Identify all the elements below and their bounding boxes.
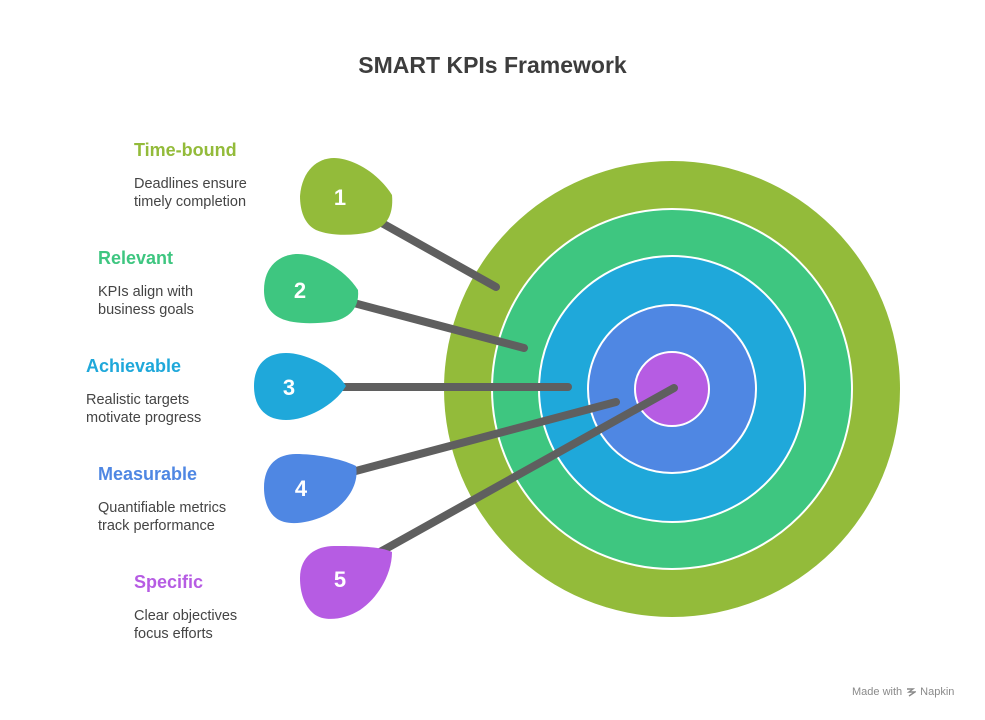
item-desc-achievable: Realistic targets motivate progress bbox=[86, 391, 201, 427]
page-title: SMART KPIs Framework bbox=[358, 52, 627, 78]
desc-line: KPIs align with bbox=[98, 284, 194, 300]
badge-number-1: 1 bbox=[334, 185, 346, 210]
napkin-brand-text: Napkin bbox=[920, 686, 955, 698]
badge-number-3: 3 bbox=[283, 375, 295, 400]
desc-line: Clear objectives bbox=[134, 608, 238, 624]
arrow-shaft-5 bbox=[376, 384, 678, 556]
desc-line: focus efforts bbox=[134, 626, 213, 642]
desc-line: motivate progress bbox=[86, 410, 202, 426]
item-desc-time-bound: Deadlines ensure timely completion bbox=[134, 175, 247, 211]
made-with-text: Made with bbox=[852, 686, 903, 698]
item-label-relevant: Relevant bbox=[98, 248, 174, 268]
arrow-shaft-4 bbox=[348, 398, 620, 476]
desc-line: Quantifiable metrics bbox=[98, 500, 227, 516]
item-desc-measurable: Quantifiable metrics track performance bbox=[98, 499, 226, 535]
badge-5 bbox=[300, 546, 392, 619]
desc-line: track performance bbox=[98, 518, 215, 534]
item-desc-relevant: KPIs align with business goals bbox=[98, 283, 194, 319]
arrow-shaft-2 bbox=[346, 298, 528, 352]
item-label-time-bound: Time-bound bbox=[134, 140, 237, 160]
badge-number-2: 2 bbox=[294, 278, 306, 303]
badge-number-4: 4 bbox=[295, 476, 308, 501]
item-desc-specific: Clear objectives focus efforts bbox=[134, 607, 237, 643]
desc-line: timely completion bbox=[134, 194, 247, 210]
badge-4 bbox=[264, 454, 357, 524]
badge-number-5: 5 bbox=[334, 567, 346, 592]
item-label-measurable: Measurable bbox=[98, 464, 198, 484]
made-with-napkin-footer[interactable]: Made with Napkin bbox=[852, 686, 954, 698]
badge-1 bbox=[300, 158, 393, 235]
item-label-specific: Specific bbox=[134, 572, 204, 592]
desc-line: Deadlines ensure bbox=[134, 176, 247, 192]
badge-3 bbox=[254, 353, 346, 420]
item-label-achievable: Achievable bbox=[86, 356, 182, 376]
badge-2 bbox=[264, 254, 359, 324]
desc-line: Realistic targets bbox=[86, 392, 190, 408]
desc-line: business goals bbox=[98, 302, 194, 318]
arrow-shaft-1 bbox=[376, 218, 500, 291]
napkin-logo-icon bbox=[907, 688, 917, 697]
